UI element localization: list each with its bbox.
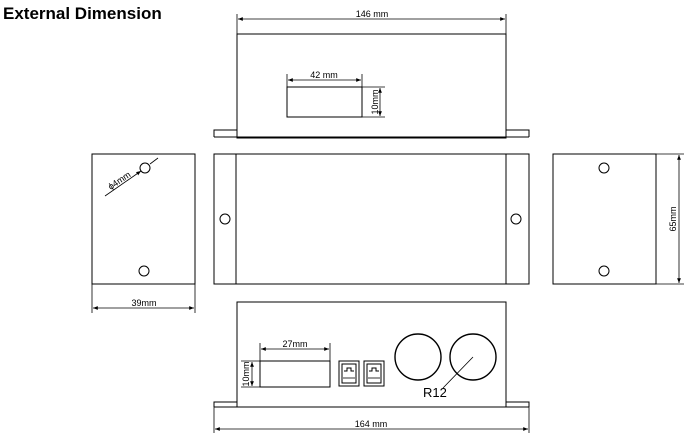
leader-dia4 [104,170,142,197]
rj45-port-2 [363,360,385,387]
rj45-port-1 [338,360,360,387]
dim-label-164: 164 mm [355,419,388,429]
left-view-body [91,153,196,285]
rear-left-flange [213,401,237,407]
front-view-body [213,153,530,285]
front-left-hole [219,213,231,225]
dim-label-top-10: 10mm [370,89,380,114]
top-view-body [236,33,507,139]
dim-label-dia4: ϕ4mm [106,169,132,191]
dim-label-r12: R12 [423,385,447,400]
left-view-top-hole [139,162,151,174]
top-cutout [286,86,363,118]
dim-label-27: 27mm [282,339,307,349]
front-view [213,153,530,285]
dim-label-rear-10: 10mm [241,361,251,386]
front-right-hole [510,213,522,225]
right-view-body [552,153,657,285]
top-right-flange [506,129,530,137]
rear-view-body [236,301,507,408]
dim-label-65: 65mm [668,206,678,231]
right-view-bottom-hole [598,265,610,277]
rear-cutout [259,360,331,388]
top-view: 146 mm 42 mm 10mm [213,9,530,139]
dim-label-42: 42 mm [310,70,338,80]
rear-view: 27mm 10mm R12 [213,301,530,433]
left-side-view: ϕ4mm 39mm [91,153,196,313]
round-connector-left [394,333,442,381]
page-title: External Dimension [3,4,162,23]
round-connector-right [449,333,497,381]
right-view-top-hole [598,162,610,174]
right-side-view: 65mm [552,153,684,285]
leader-r12 [442,356,474,389]
top-left-flange [213,129,237,137]
dim-label-146: 146 mm [356,9,389,19]
dim-label-39: 39mm [131,298,156,308]
rear-right-flange [506,401,530,407]
left-view-bottom-hole [138,265,150,277]
